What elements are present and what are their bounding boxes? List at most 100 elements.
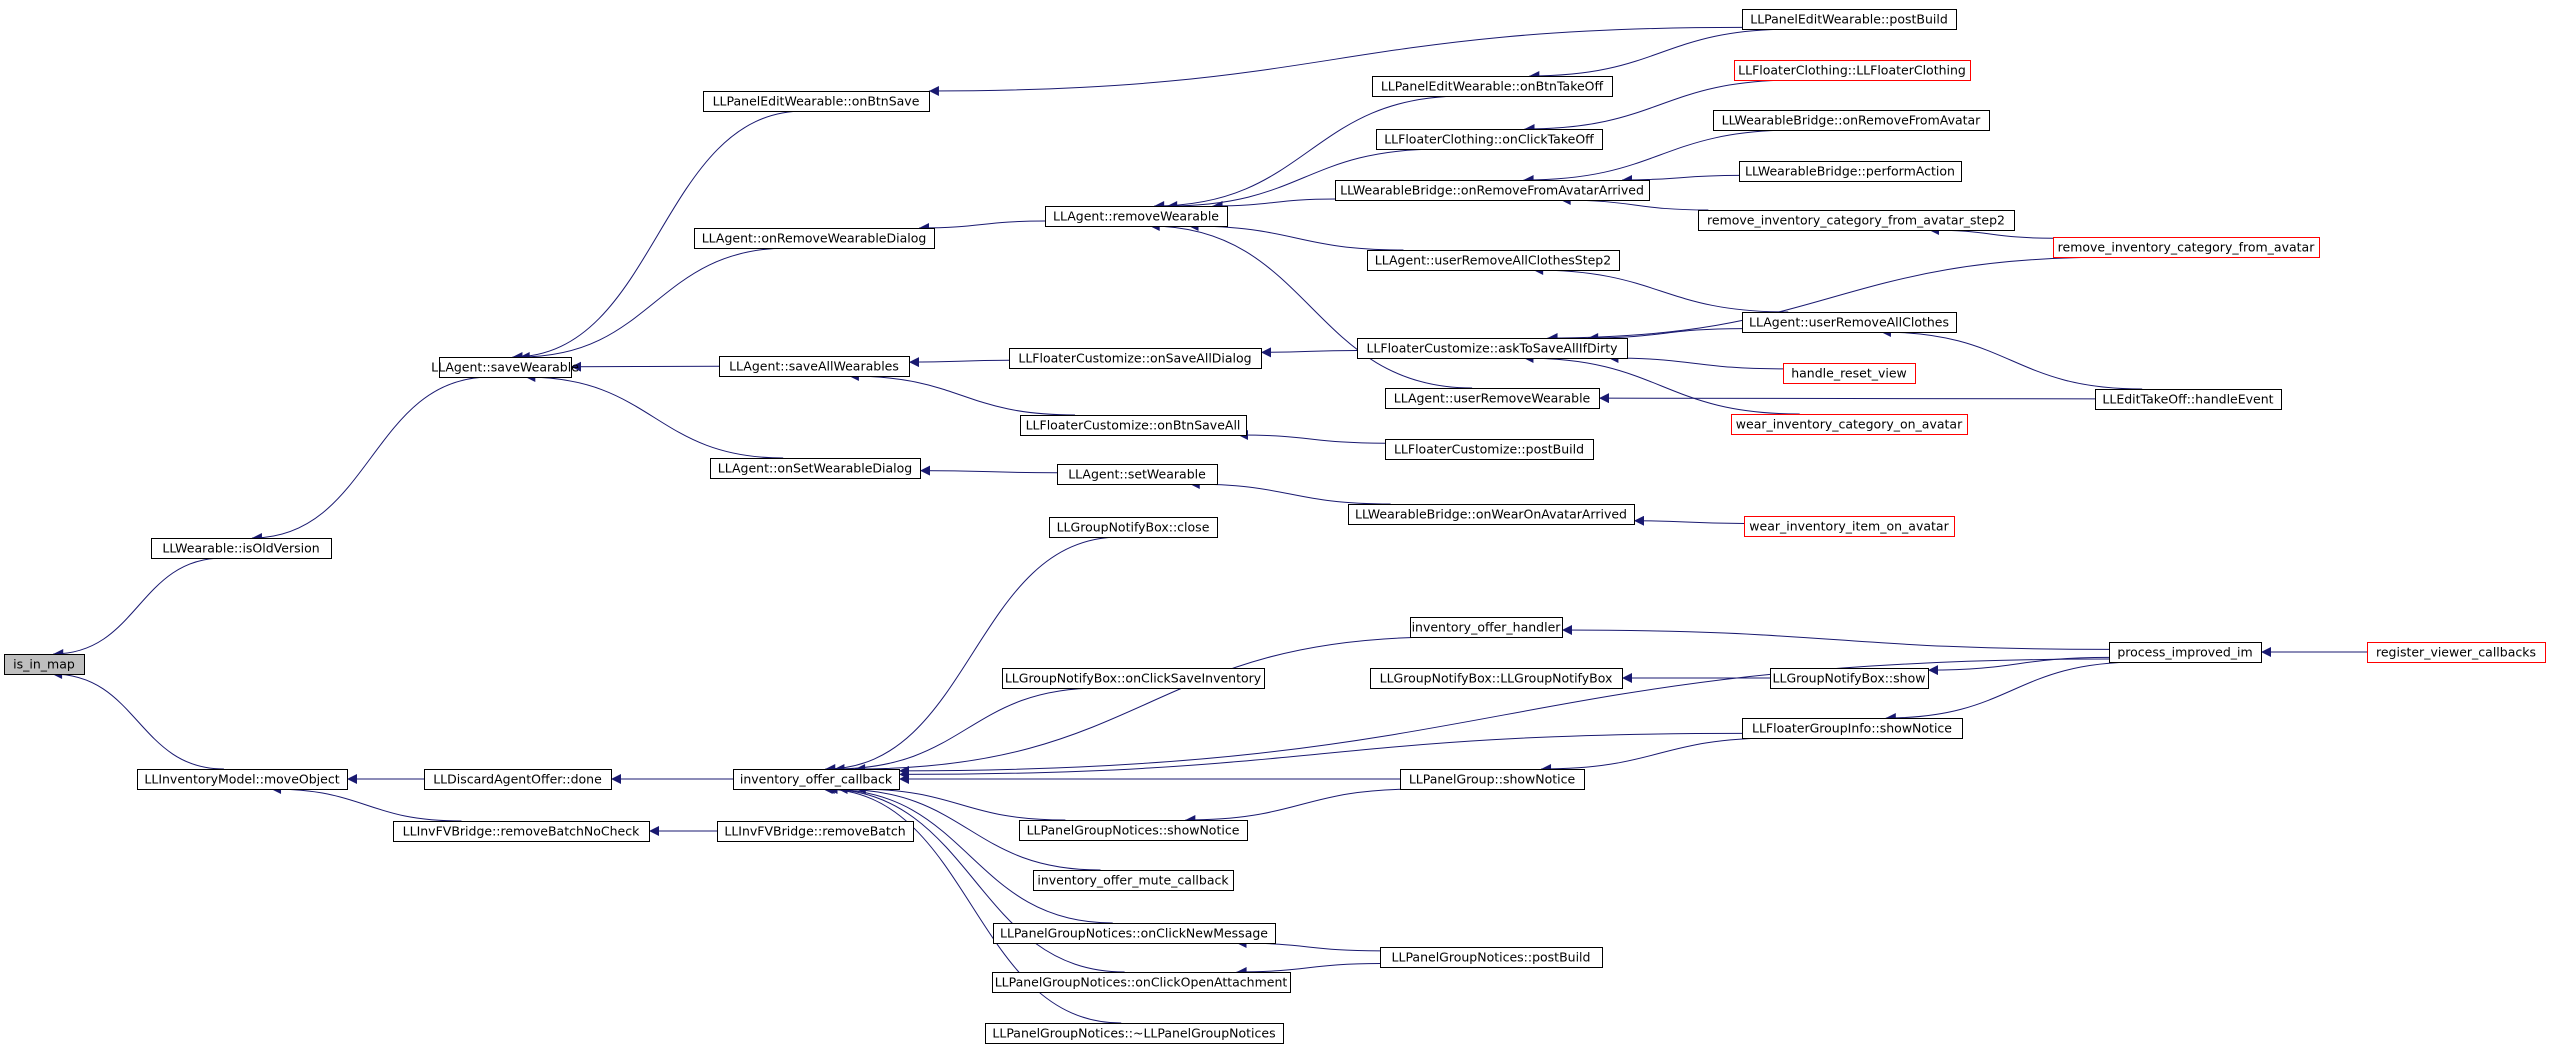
node-gnbCtor[interactable]: LLGroupNotifyBox::LLGroupNotifyBox: [1370, 668, 1623, 689]
node-box[interactable]: [703, 91, 930, 112]
node-userRemoveAllClothes[interactable]: LLAgent::userRemoveAllClothes: [1742, 312, 1957, 333]
node-box[interactable]: [1370, 668, 1623, 689]
node-gnbShow[interactable]: LLGroupNotifyBox::show: [1770, 668, 1929, 689]
node-box[interactable]: [1009, 348, 1262, 369]
node-moveObject[interactable]: LLInventoryModel::moveObject: [137, 769, 348, 790]
node-wbOnRemoveFromAvatar[interactable]: LLWearableBridge::onRemoveFromAvatar: [1713, 110, 1990, 131]
node-saveAllWearables[interactable]: LLAgent::saveAllWearables: [719, 356, 910, 377]
node-box[interactable]: [1744, 516, 1955, 537]
node-removeCategoryStep2[interactable]: remove_inventory_category_from_avatar_st…: [1698, 210, 2015, 231]
node-box[interactable]: [1357, 338, 1628, 359]
node-box[interactable]: [393, 821, 650, 842]
node-box[interactable]: [1057, 464, 1218, 485]
node-handleResetView[interactable]: handle_reset_view: [1783, 363, 1916, 384]
node-box[interactable]: [694, 228, 935, 249]
node-box[interactable]: [1739, 161, 1962, 182]
node-box[interactable]: [1410, 617, 1563, 638]
node-box[interactable]: [719, 356, 910, 377]
node-askToSaveAllIfDirty[interactable]: LLFloaterCustomize::askToSaveAllIfDirty: [1357, 338, 1628, 359]
node-onRemoveWearableDialog[interactable]: LLAgent::onRemoveWearableDialog: [694, 228, 935, 249]
node-removeBatchNoCheck[interactable]: LLInvFVBridge::removeBatchNoCheck: [393, 821, 650, 842]
node-box[interactable]: [4, 654, 85, 675]
node-box[interactable]: [710, 458, 921, 479]
node-box[interactable]: [439, 357, 572, 378]
node-box[interactable]: [1376, 129, 1603, 150]
node-box[interactable]: [1731, 414, 1968, 435]
node-box[interactable]: [1385, 388, 1600, 409]
node-pgnDestructor[interactable]: LLPanelGroupNotices::~LLPanelGroupNotice…: [985, 1023, 1284, 1044]
node-box[interactable]: [1335, 180, 1650, 201]
node-box[interactable]: [2109, 642, 2262, 663]
node-box[interactable]: [1033, 870, 1234, 891]
node-pewOnBtnTakeOff[interactable]: LLPanelEditWearable::onBtnTakeOff: [1372, 76, 1613, 97]
node-floaterClothingCtor[interactable]: LLFloaterClothing::LLFloaterClothing: [1734, 60, 1971, 81]
node-fgiShowNotice[interactable]: LLFloaterGroupInfo::showNotice: [1742, 718, 1963, 739]
node-onBtnSaveAll[interactable]: LLFloaterCustomize::onBtnSaveAll: [1020, 415, 1247, 436]
node-box[interactable]: [1380, 947, 1603, 968]
node-box[interactable]: [1019, 820, 1248, 841]
node-pewPostBuild[interactable]: LLPanelEditWearable::postBuild: [1742, 9, 1957, 30]
node-box[interactable]: [1372, 76, 1613, 97]
node-box[interactable]: [1400, 769, 1585, 790]
node-box[interactable]: [1742, 312, 1957, 333]
node-box[interactable]: [1734, 60, 1971, 81]
node-box[interactable]: [1770, 668, 1929, 689]
node-box[interactable]: [1002, 668, 1265, 689]
node-wearItemOnAvatar[interactable]: wear_inventory_item_on_avatar: [1744, 516, 1955, 537]
node-wbPerformAction[interactable]: LLWearableBridge::performAction: [1739, 161, 1962, 182]
node-box[interactable]: [992, 972, 1291, 993]
node-box[interactable]: [151, 538, 332, 559]
node-pgnPostBuild[interactable]: LLPanelGroupNotices::postBuild: [1380, 947, 1603, 968]
node-box[interactable]: [1385, 439, 1594, 460]
node-wbOnRemoveFromAvatarArrived[interactable]: LLWearableBridge::onRemoveFromAvatarArri…: [1335, 180, 1650, 201]
node-box[interactable]: [733, 769, 900, 790]
node-box[interactable]: [717, 821, 914, 842]
node-box[interactable]: [1783, 363, 1916, 384]
node-wbOnWearOnAvatarArrived[interactable]: LLWearableBridge::onWearOnAvatarArrived: [1348, 504, 1635, 525]
node-box[interactable]: [1049, 517, 1218, 538]
node-userRemoveAllClothesStep2[interactable]: LLAgent::userRemoveAllClothesStep2: [1367, 250, 1620, 271]
node-onSetWearableDialog[interactable]: LLAgent::onSetWearableDialog: [710, 458, 921, 479]
node-processImprovedIm[interactable]: process_improved_im: [2109, 642, 2262, 663]
node-pgShowNotice[interactable]: LLPanelGroup::showNotice: [1400, 769, 1585, 790]
node-inventoryOfferMuteCallback[interactable]: inventory_offer_mute_callback: [1033, 870, 1234, 891]
node-box[interactable]: [424, 769, 612, 790]
node-isOldVersion[interactable]: LLWearable::isOldVersion: [151, 538, 332, 559]
node-pgnOnClickOpenAttachment[interactable]: LLPanelGroupNotices::onClickOpenAttachme…: [992, 972, 1291, 993]
node-box[interactable]: [1348, 504, 1635, 525]
node-fcPostBuild[interactable]: LLFloaterCustomize::postBuild: [1385, 439, 1594, 460]
node-removeBatch[interactable]: LLInvFVBridge::removeBatch: [717, 821, 914, 842]
node-saveWearable[interactable]: LLAgent::saveWearable: [431, 357, 579, 378]
node-fcOnClickTakeOff[interactable]: LLFloaterClothing::onClickTakeOff: [1376, 129, 1603, 150]
node-inventoryOfferHandler[interactable]: inventory_offer_handler: [1410, 617, 1563, 638]
node-box[interactable]: [1742, 9, 1957, 30]
node-box[interactable]: [1045, 206, 1228, 227]
node-box[interactable]: [1742, 718, 1963, 739]
node-gnbOnClickSaveInventory[interactable]: LLGroupNotifyBox::onClickSaveInventory: [1002, 668, 1265, 689]
node-box[interactable]: [1698, 210, 2015, 231]
node-userRemoveWearable[interactable]: LLAgent::userRemoveWearable: [1385, 388, 1600, 409]
node-pgnShowNotice[interactable]: LLPanelGroupNotices::showNotice: [1019, 820, 1248, 841]
node-box[interactable]: [2367, 642, 2546, 663]
node-inventoryOfferCallback[interactable]: inventory_offer_callback: [733, 769, 900, 790]
node-onBtnSave[interactable]: LLPanelEditWearable::onBtnSave: [703, 91, 930, 112]
node-registerViewerCallbacks[interactable]: register_viewer_callbacks: [2367, 642, 2546, 663]
node-removeCategoryFromAvatar[interactable]: remove_inventory_category_from_avatar: [2053, 237, 2320, 258]
node-wearCategoryOnAvatar[interactable]: wear_inventory_category_on_avatar: [1731, 414, 1968, 435]
node-box[interactable]: [1367, 250, 1620, 271]
node-editTakeOffHandleEvent[interactable]: LLEditTakeOff::handleEvent: [2095, 389, 2282, 410]
node-discardDone[interactable]: LLDiscardAgentOffer::done: [424, 769, 612, 790]
node-box[interactable]: [137, 769, 348, 790]
node-removeWearable[interactable]: LLAgent::removeWearable: [1045, 206, 1228, 227]
node-box[interactable]: [2095, 389, 2282, 410]
node-box[interactable]: [1713, 110, 1990, 131]
node-gnbClose[interactable]: LLGroupNotifyBox::close: [1049, 517, 1218, 538]
node-setWearable[interactable]: LLAgent::setWearable: [1057, 464, 1218, 485]
node-box[interactable]: [993, 923, 1276, 944]
node-is_in_map[interactable]: is_in_map: [4, 654, 85, 675]
node-pgnOnClickNewMessage[interactable]: LLPanelGroupNotices::onClickNewMessage: [993, 923, 1276, 944]
node-box[interactable]: [2053, 237, 2320, 258]
node-onSaveAllDialog[interactable]: LLFloaterCustomize::onSaveAllDialog: [1009, 348, 1262, 369]
node-box[interactable]: [985, 1023, 1284, 1044]
node-box[interactable]: [1020, 415, 1247, 436]
